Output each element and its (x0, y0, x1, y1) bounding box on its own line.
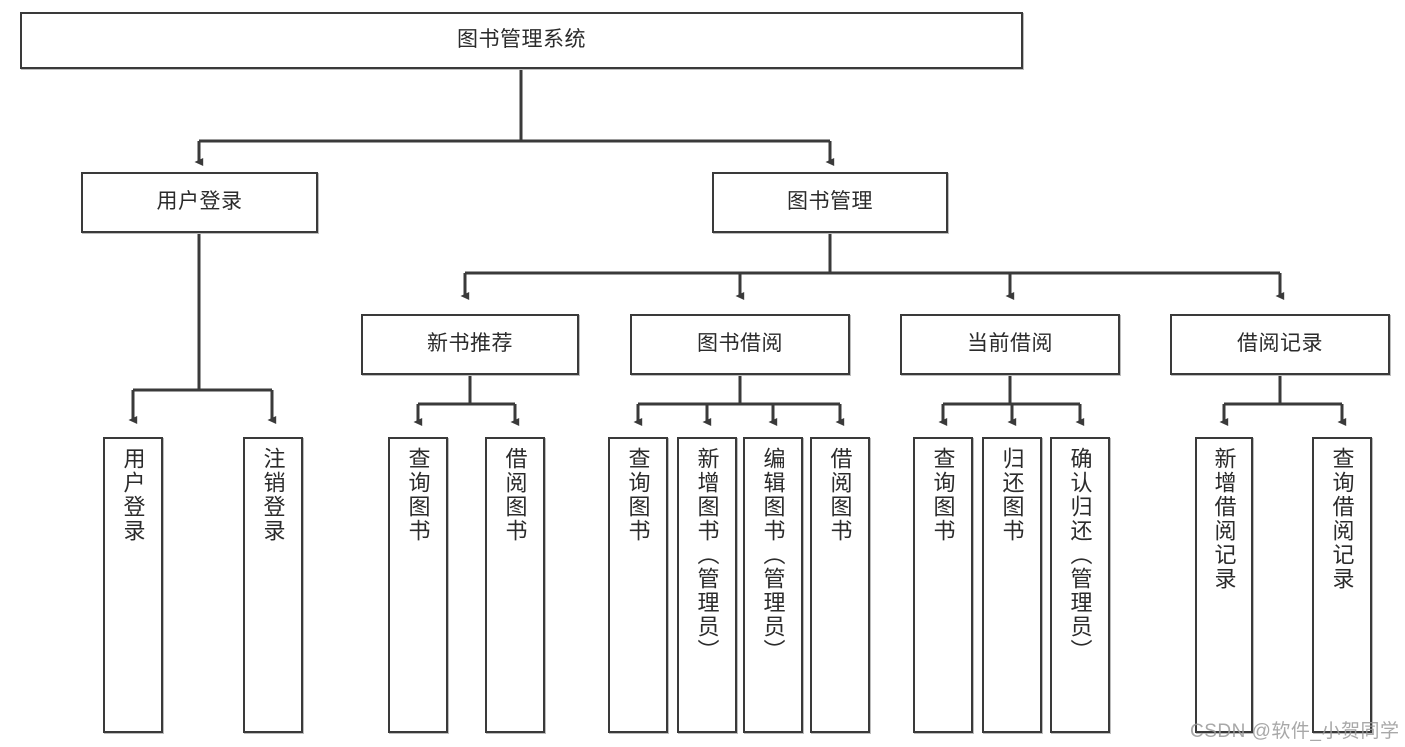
node-leaf-user-login-label: 用户登录 (120, 447, 146, 543)
connector-group-root (194, 69, 835, 167)
node-leaf-query-book-2[interactable]: 查询图书 (608, 437, 668, 733)
connector-group-user-login (128, 233, 277, 425)
node-leaf-query-book-3[interactable]: 查询图书 (913, 437, 973, 733)
node-leaf-query-book-1[interactable]: 查询图书 (388, 437, 448, 733)
node-leaf-borrow-book-2[interactable]: 借阅图书 (810, 437, 870, 733)
node-leaf-add-record-label: 新增借阅记录 (1211, 447, 1237, 591)
node-book-manage-label: 图书管理 (787, 190, 873, 214)
node-current-borrow-label: 当前借阅 (967, 332, 1053, 356)
node-current-borrow[interactable]: 当前借阅 (900, 314, 1120, 375)
node-borrow-record[interactable]: 借阅记录 (1170, 314, 1390, 375)
node-leaf-add-book[interactable]: 新增图书（管理员） (677, 437, 737, 733)
node-user-login[interactable]: 用户登录 (81, 172, 318, 233)
node-leaf-return-book[interactable]: 归还图书 (982, 437, 1042, 733)
connector-group-borrow-record (1219, 375, 1347, 427)
watermark-text: CSDN @软件_小贺同学 (1190, 721, 1400, 742)
node-leaf-confirm-return[interactable]: 确认归还（管理员） (1050, 437, 1110, 733)
node-book-borrow[interactable]: 图书借阅 (630, 314, 850, 375)
connector-group-book-manage (460, 233, 1285, 301)
node-leaf-borrow-book-1[interactable]: 借阅图书 (485, 437, 545, 733)
node-new-book-recommend[interactable]: 新书推荐 (361, 314, 579, 375)
node-leaf-query-book-2-label: 查询图书 (625, 447, 651, 543)
node-leaf-edit-book[interactable]: 编辑图书（管理员） (743, 437, 803, 733)
node-borrow-record-label: 借阅记录 (1237, 332, 1323, 356)
connector-group-new-book (413, 375, 520, 427)
node-leaf-user-login[interactable]: 用户登录 (103, 437, 163, 733)
node-leaf-return-book-label: 归还图书 (999, 447, 1025, 543)
node-root-label: 图书管理系统 (457, 28, 586, 52)
node-leaf-query-book-3-label: 查询图书 (930, 447, 956, 543)
node-leaf-add-book-label: 新增图书（管理员） (694, 447, 720, 663)
node-new-book-recommend-label: 新书推荐 (427, 332, 513, 356)
node-book-borrow-label: 图书借阅 (697, 332, 783, 356)
node-leaf-borrow-book-2-label: 借阅图书 (827, 447, 853, 543)
connector-group-current-borrow (938, 375, 1085, 427)
node-leaf-logout-label: 注销登录 (260, 447, 286, 543)
node-leaf-confirm-return-label: 确认归还（管理员） (1067, 447, 1093, 663)
connector-group-book-borrow (633, 375, 845, 427)
node-leaf-borrow-book-1-label: 借阅图书 (502, 447, 528, 543)
node-leaf-query-record-label: 查询借阅记录 (1329, 447, 1355, 591)
node-book-manage[interactable]: 图书管理 (712, 172, 948, 233)
node-leaf-add-record[interactable]: 新增借阅记录 (1195, 437, 1253, 733)
node-root[interactable]: 图书管理系统 (20, 12, 1023, 69)
node-leaf-logout[interactable]: 注销登录 (243, 437, 303, 733)
node-leaf-query-book-1-label: 查询图书 (405, 447, 431, 543)
node-leaf-query-record[interactable]: 查询借阅记录 (1312, 437, 1372, 733)
node-user-login-label: 用户登录 (156, 190, 243, 214)
node-leaf-edit-book-label: 编辑图书（管理员） (760, 447, 786, 663)
